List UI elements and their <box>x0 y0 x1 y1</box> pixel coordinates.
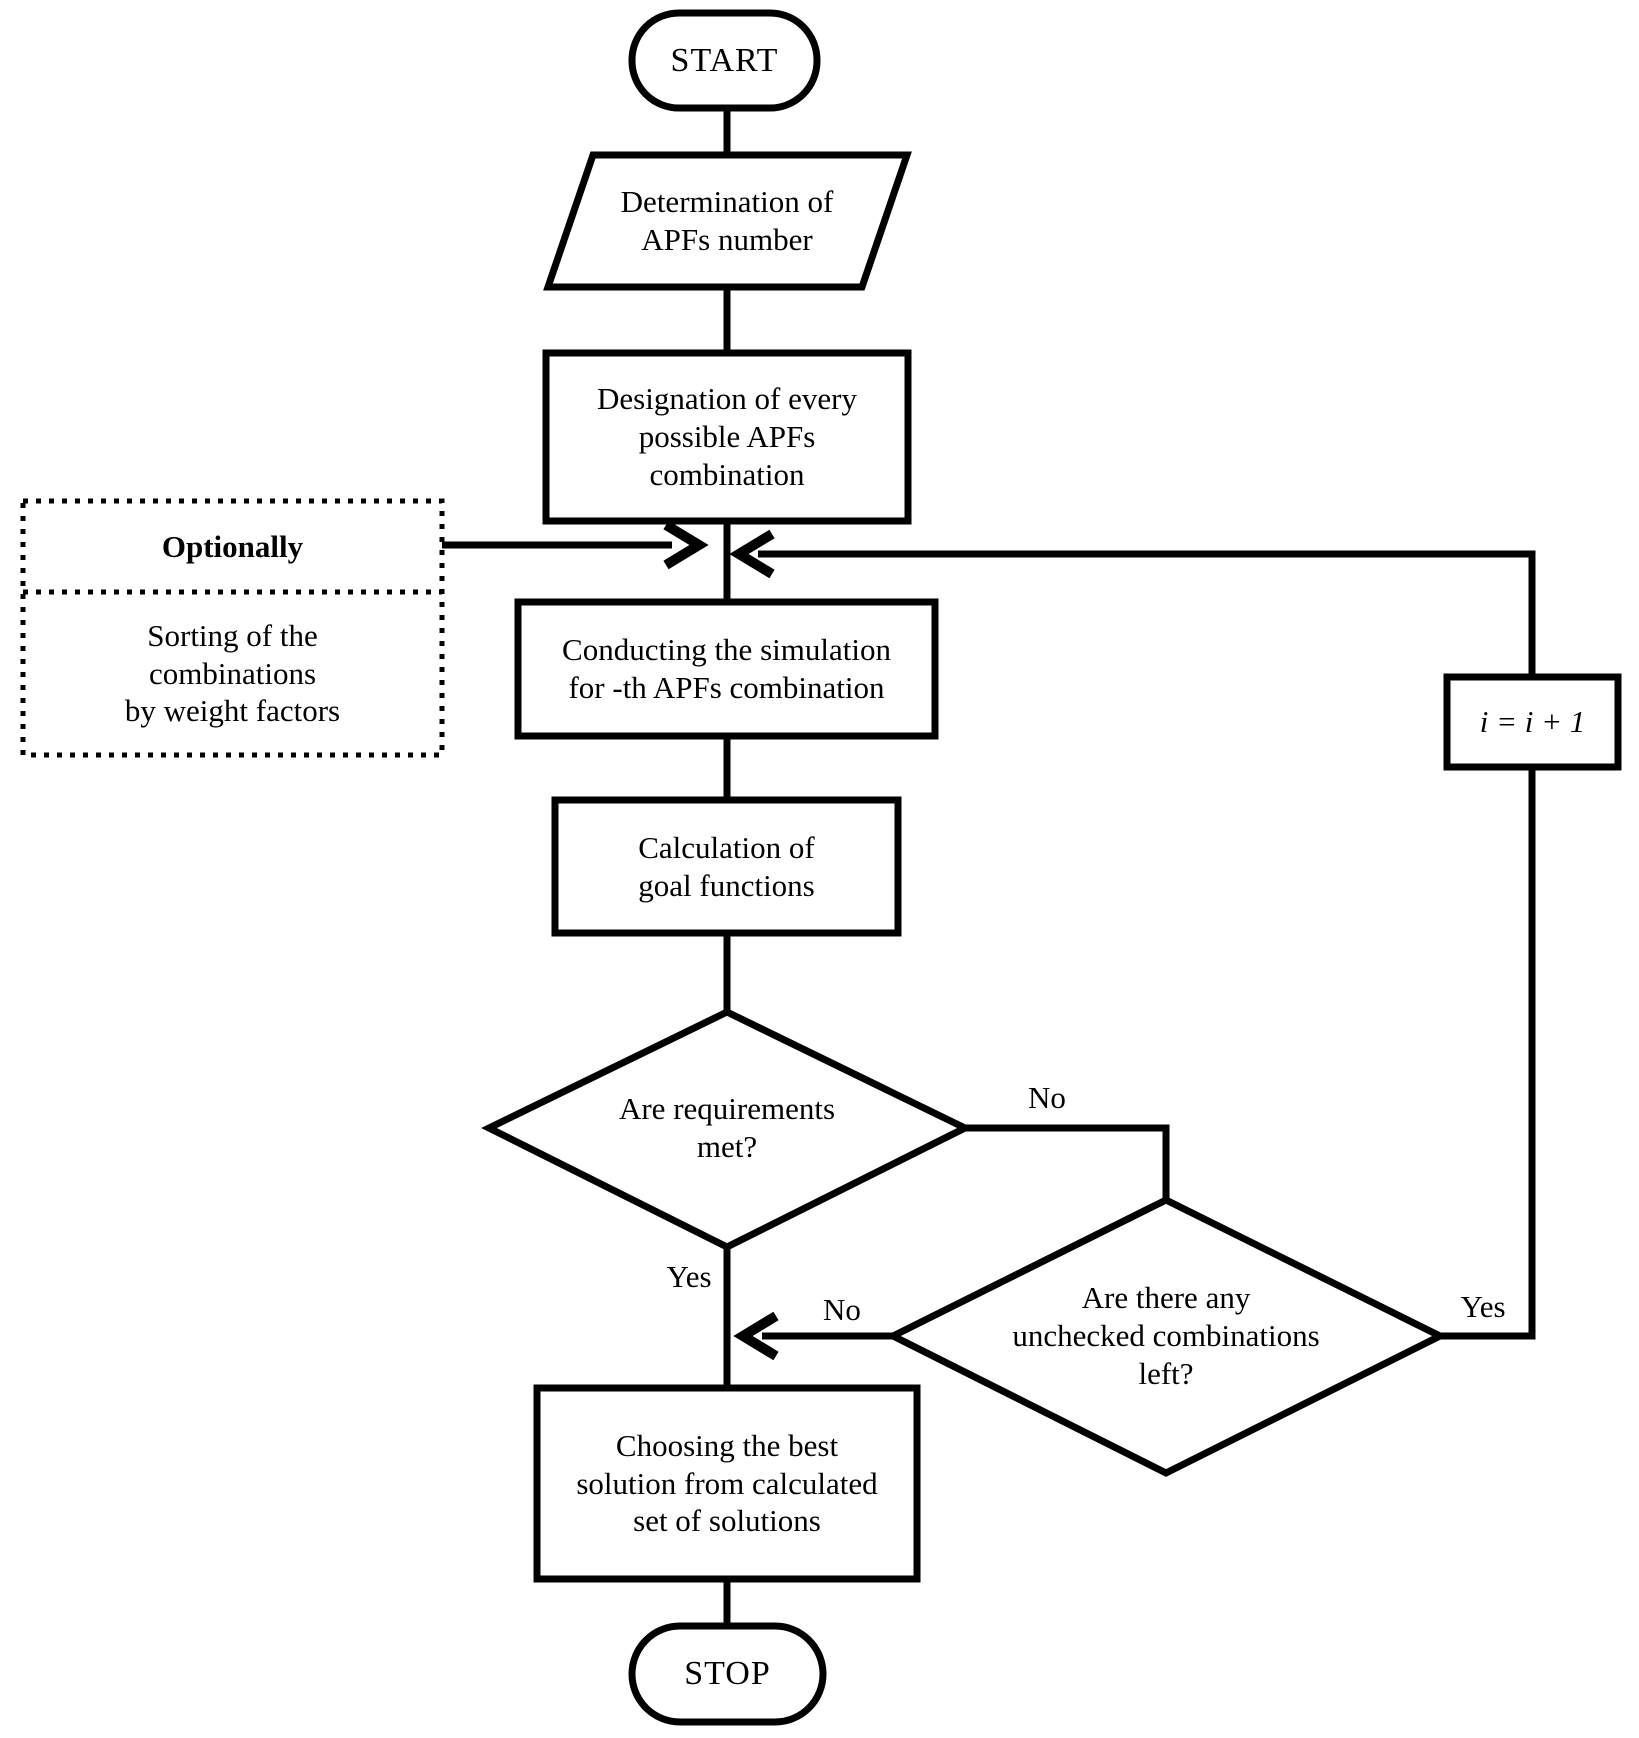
arrowhead-unchecked-no <box>733 1311 779 1361</box>
optionally-box-shape <box>20 498 445 758</box>
arrowhead-optionally <box>663 520 709 570</box>
requirements-decision-label: Are requirements met? <box>618 1091 836 1164</box>
optionally-body-label: Sorting of the combinations by weight fa… <box>124 617 341 729</box>
requirements-yes-edge-label: Yes <box>666 1259 712 1295</box>
unchecked-no-edge-label: No <box>823 1292 861 1328</box>
designation-node-label: Designation of every possible APFs combi… <box>597 381 857 492</box>
start-node-shape <box>628 9 821 112</box>
increment-node-label: i = i + 1 <box>1479 704 1586 740</box>
calculation-node-shape <box>551 796 902 937</box>
calculation-node-label: Calculation of goal functions <box>638 829 815 903</box>
edge-requirements-no <box>965 1124 1170 1200</box>
arrowhead-loop-junction <box>729 529 775 579</box>
unchecked-decision-shape <box>885 1196 1448 1477</box>
determination-node-label: Determination of APFs number <box>620 184 834 257</box>
determination-node-shape <box>543 151 912 291</box>
stop-node-shape <box>628 1622 827 1726</box>
designation-node-shape <box>542 349 912 525</box>
edge-increment-to-junction <box>758 550 1536 677</box>
optionally-title-label: Optionally <box>161 528 304 564</box>
start-node-label: START <box>670 41 779 79</box>
stop-node-label: STOP <box>684 1655 771 1693</box>
increment-node-shape <box>1443 673 1622 771</box>
unchecked-yes-edge-label: Yes <box>1460 1289 1506 1325</box>
choosing-node-shape <box>533 1384 921 1583</box>
edge-unchecked-yes-loop <box>1440 767 1536 1340</box>
conducting-node-label: Conducting the simulation for -th APFs c… <box>562 632 891 705</box>
unchecked-decision-label: Are there any unchecked combinations lef… <box>1012 1280 1320 1391</box>
requirements-no-edge-label: No <box>1028 1080 1066 1116</box>
requirements-decision-shape <box>481 1008 973 1251</box>
choosing-node-label: Choosing the best solution from calculat… <box>576 1427 878 1539</box>
conducting-node-shape <box>514 598 939 740</box>
